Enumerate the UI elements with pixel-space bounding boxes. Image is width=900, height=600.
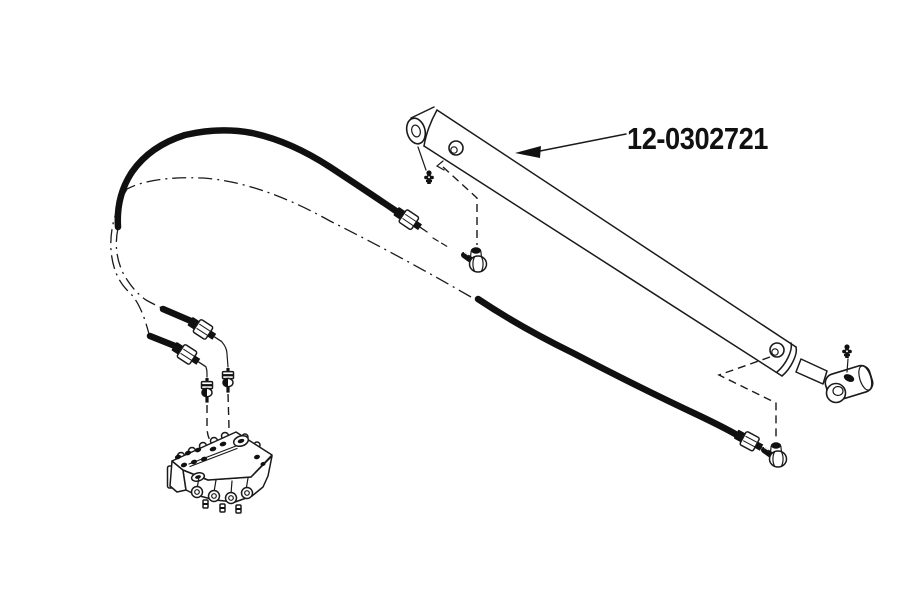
valve-spool-stems — [202, 499, 242, 514]
fitting-to-elbow-dash — [432, 237, 449, 248]
adapter-fitting-left — [200, 377, 214, 404]
head-port-dashed-leader — [717, 356, 777, 440]
adapter-fitting-right — [221, 367, 235, 394]
grease-zerk-butt — [424, 170, 434, 184]
upper-hose — [114, 127, 400, 231]
cylinder-rod-end-eye — [824, 364, 874, 404]
adapter-left-dashed-leader — [206, 405, 214, 448]
phantom-hose-route-long — [110, 177, 472, 335]
stub-lower-fitting — [169, 338, 211, 374]
stub-lower-leader — [205, 366, 208, 378]
elbow-fitting-upper — [464, 247, 487, 272]
valve-spool-caps — [190, 485, 254, 505]
grease-zerk-rod-end — [842, 344, 852, 358]
lower-hose-assembly — [474, 295, 774, 460]
valve-side-hose-stubs — [146, 305, 229, 378]
valve-top-ports — [174, 441, 266, 468]
lower-hose — [474, 295, 741, 439]
upper-hose-end-fitting — [391, 204, 433, 240]
phantom-hose-route-short — [115, 227, 163, 309]
stub-hose-lower — [146, 332, 179, 350]
butt-port-dashed-leader — [442, 166, 478, 245]
stub-upper-leader — [221, 341, 229, 368]
part-number-text: 12-0302721 — [627, 121, 768, 156]
stub-hose-upper — [159, 305, 195, 325]
hydraulic-cylinder — [405, 106, 874, 404]
control-valve-block — [166, 431, 273, 514]
upper-hose-assembly — [114, 127, 449, 248]
part-callout: 12-0302721 — [515, 121, 769, 158]
elbow-fitting-lower — [764, 442, 787, 467]
stub-upper-fitting — [185, 313, 227, 349]
callout-leader-line — [539, 133, 627, 152]
callout-arrowhead-icon — [515, 146, 541, 158]
chevron-mark — [435, 160, 445, 171]
